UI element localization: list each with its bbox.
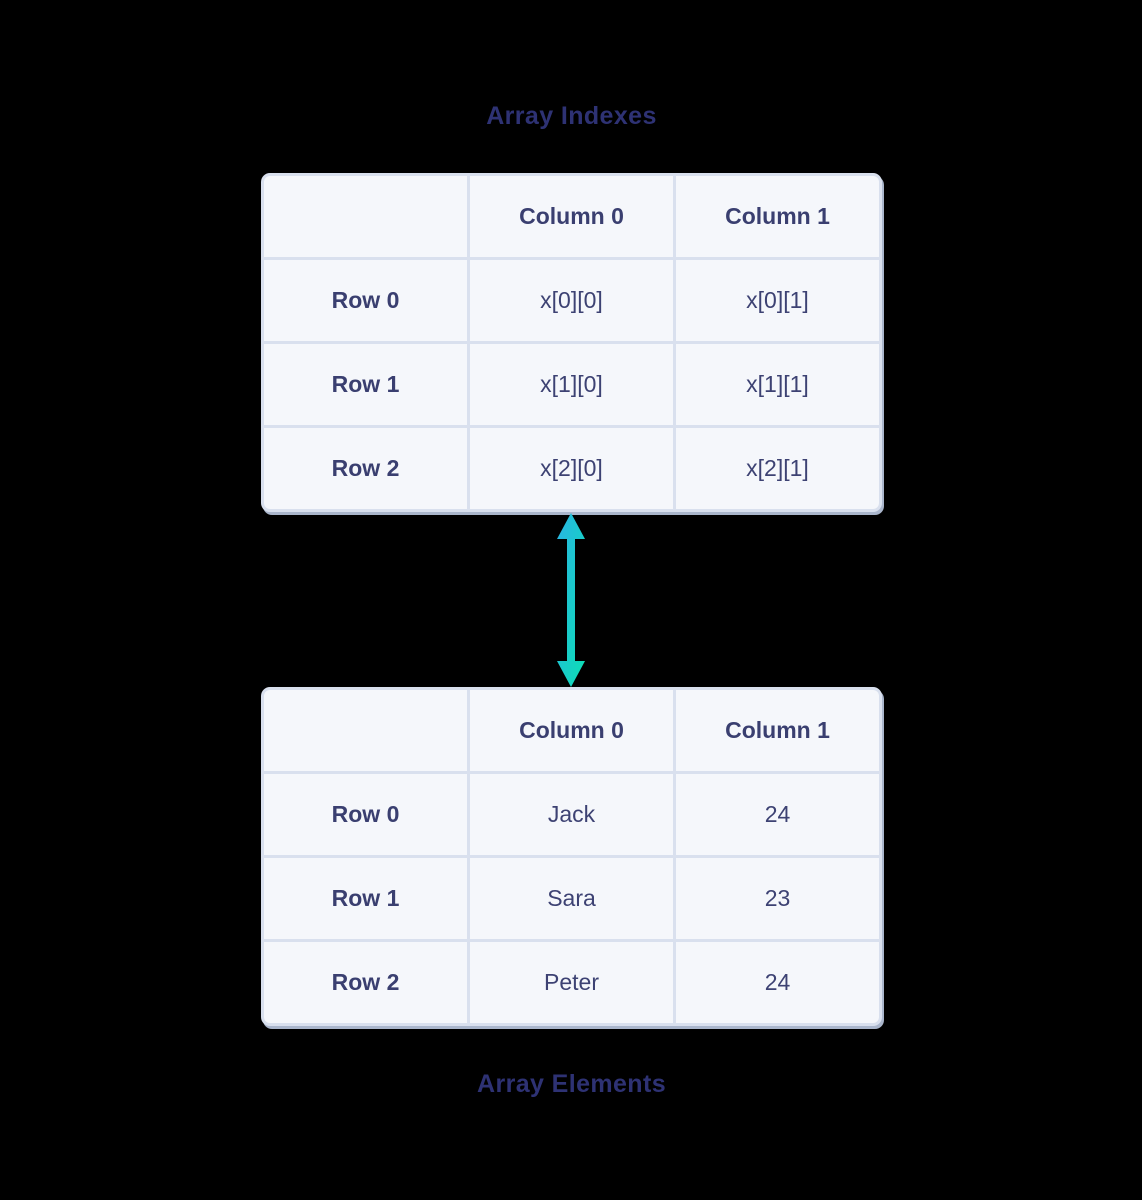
double-arrow-icon [556,513,586,687]
table-cell: 24 [676,942,879,1023]
row-header: Row 0 [264,260,467,341]
row-header: Row 2 [264,428,467,509]
table-cell: x[1][0] [470,344,673,425]
table-cell: Peter [470,942,673,1023]
array-elements-table: Column 0 Column 1 Row 0 Jack 24 Row 1 Sa… [261,687,882,1026]
row-header: Row 1 [264,858,467,939]
table-cell: 24 [676,774,879,855]
table-cell: x[2][0] [470,428,673,509]
row-header: Row 1 [264,344,467,425]
array-elements-title: Array Elements [476,1070,667,1098]
column-header: Column 1 [676,176,879,257]
table-cell: x[0][0] [470,260,673,341]
array-indexes-table: Column 0 Column 1 Row 0 x[0][0] x[0][1] … [261,173,882,512]
table-cell: Jack [470,774,673,855]
array-indexes-title: Array Indexes [486,102,657,130]
table-cell: Sara [470,858,673,939]
corner-cell [264,690,467,771]
table-cell: x[1][1] [676,344,879,425]
corner-cell [264,176,467,257]
column-header: Column 1 [676,690,879,771]
table-cell: x[0][1] [676,260,879,341]
column-header: Column 0 [470,690,673,771]
row-header: Row 0 [264,774,467,855]
row-header: Row 2 [264,942,467,1023]
table-cell: 23 [676,858,879,939]
column-header: Column 0 [470,176,673,257]
table-cell: x[2][1] [676,428,879,509]
